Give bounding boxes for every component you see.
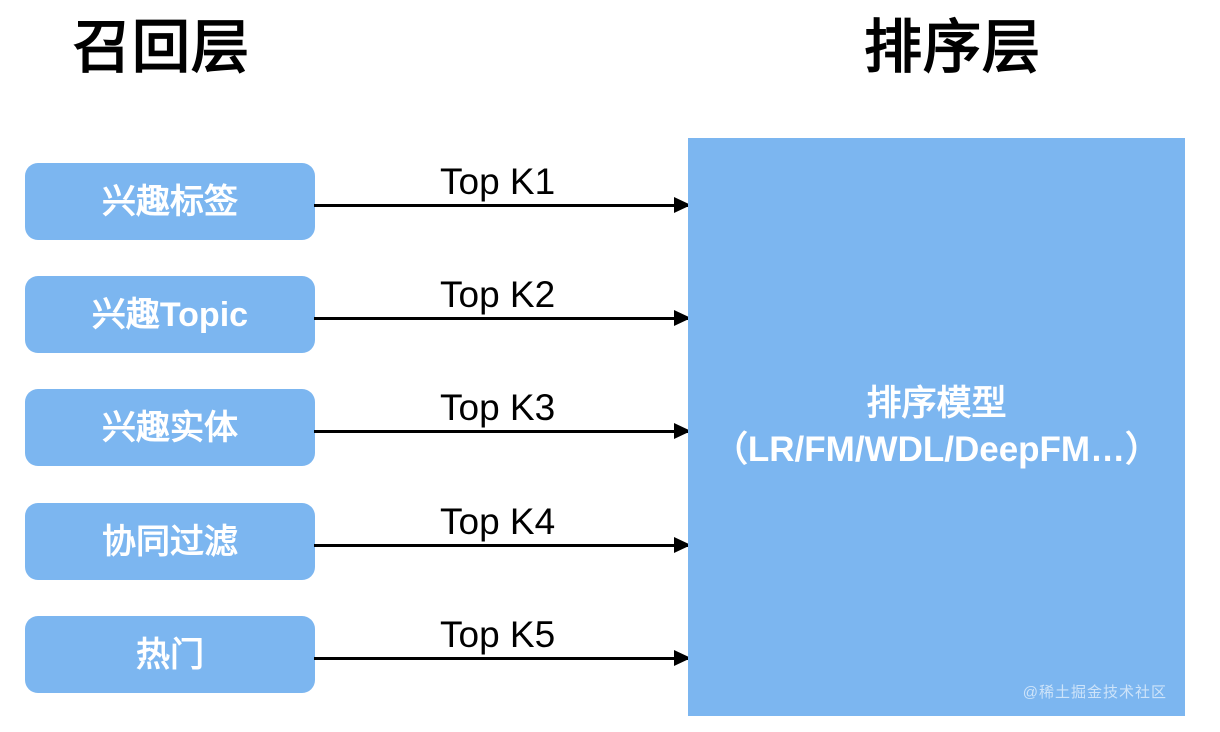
- recall-box-label: 热门: [136, 635, 204, 674]
- recall-box-label: 协同过滤: [102, 522, 238, 561]
- recall-layer-title: 召回层: [73, 15, 251, 80]
- ranking-model-detail: （LR/FM/WDL/DeepFM…）: [712, 430, 1161, 469]
- arrow-line-icon: [314, 204, 690, 207]
- ranking-model-name: 排序模型: [866, 383, 1007, 423]
- recall-box-interest-entity[interactable]: 兴趣实体: [25, 389, 315, 466]
- recall-box-interest-topic[interactable]: 兴趣Topic: [25, 276, 315, 353]
- arrow-label: Top K2: [440, 274, 556, 315]
- arrow-line-icon: [314, 430, 690, 433]
- arrow-head-icon: [674, 537, 691, 553]
- recall-box-collaborative-filtering[interactable]: 协同过滤: [25, 503, 315, 580]
- arrow-label: Top K4: [440, 501, 556, 542]
- arrow-head-icon: [674, 310, 691, 326]
- arrow-label: Top K1: [440, 161, 556, 202]
- watermark: @稀土掘金技术社区: [1022, 684, 1167, 701]
- recall-box-label: 兴趣Topic: [91, 295, 249, 334]
- arrow-line-icon: [314, 544, 690, 547]
- ranking-layer-title: 排序层: [864, 15, 1042, 80]
- recall-box-label: 兴趣实体: [102, 408, 238, 447]
- recall-box-label: 兴趣标签: [102, 182, 238, 221]
- arrow-top-k1: Top K1: [314, 163, 691, 213]
- arrow-head-icon: [674, 423, 691, 439]
- arrow-label: Top K3: [440, 387, 556, 428]
- recall-box-hot[interactable]: 热门: [25, 616, 315, 693]
- arrow-top-k4: Top K4: [314, 503, 691, 553]
- arrow-line-icon: [314, 657, 690, 660]
- arrow-top-k5: Top K5: [314, 616, 691, 666]
- ranking-model-text: 排序模型 （LR/FM/WDL/DeepFM…）: [688, 381, 1185, 473]
- ranking-model-panel[interactable]: 排序模型 （LR/FM/WDL/DeepFM…） @稀土掘金技术社区: [688, 138, 1185, 716]
- arrow-head-icon: [674, 197, 691, 213]
- arrow-line-icon: [314, 317, 690, 320]
- recall-box-interest-tag[interactable]: 兴趣标签: [25, 163, 315, 240]
- arrow-label: Top K5: [440, 614, 556, 655]
- arrow-top-k3: Top K3: [314, 389, 691, 439]
- arrow-top-k2: Top K2: [314, 276, 691, 326]
- arrow-head-icon: [674, 650, 691, 666]
